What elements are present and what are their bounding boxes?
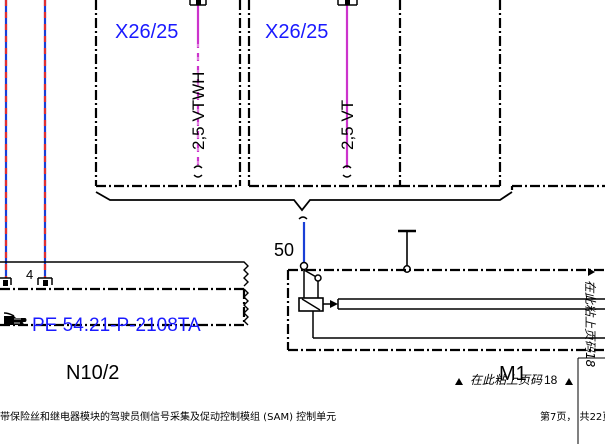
connector-pin-right (337, 0, 358, 6)
module-label-n10-2: N10/2 (66, 362, 119, 384)
module-label-m1: M1 (499, 363, 527, 385)
continuation-arrow-right (565, 378, 573, 385)
pin-number-4: 4 (26, 267, 33, 282)
ground-terminal-icon (398, 229, 416, 273)
connector-housing-right (247, 0, 502, 188)
reference-document-link[interactable]: PE 54.21-P-2108TA (32, 315, 201, 336)
connector-housing-left (94, 0, 242, 188)
footer-page-total: 22 (590, 412, 603, 423)
continuation-note-vertical: 在此粘上页码18 (583, 280, 597, 368)
wire-label-vt: 2,5 VT (338, 100, 357, 150)
connector-label-left: X26/25 (115, 21, 178, 43)
module-n10-2-break (0, 261, 249, 287)
relay-coil (298, 297, 605, 339)
continuation-arrow-top (588, 268, 595, 276)
wire-vt (342, 4, 352, 178)
continuation-arrow-left (455, 378, 463, 385)
module-n10-2-break-lower (243, 288, 249, 326)
wire-vtwh (193, 4, 203, 178)
connector-pin-edge-1 (0, 277, 12, 286)
footer-page-prefix: 第 (540, 410, 550, 423)
connector-pin-4 (37, 277, 53, 286)
continuation-page-bottom: 18 (544, 373, 558, 387)
terminal-label-50: 50 (274, 240, 294, 260)
svg-text:第7页， 共22页: 第7页， 共22页 (540, 410, 605, 423)
footer-page-info: 第7页， 共22页 (540, 410, 605, 423)
wire-label-vtwh: 2,5 VTWH (189, 72, 208, 150)
connector-label-right: X26/25 (265, 21, 328, 43)
connector-pin-left (189, 0, 207, 6)
footer-page-suffix: 页 (602, 411, 605, 423)
pointing-hand-icon (3, 312, 27, 325)
relay-contact (323, 298, 605, 310)
continuation-note-bottom: 在此粘上页码 (470, 373, 543, 387)
footer-page-middle: 页， 共 (556, 411, 589, 423)
footer-description: 带保险丝和继电器模块的驾驶员侧信号采集及促动控制模组 (SAM) 控制单元 (0, 410, 336, 423)
module-n10-2-frame (0, 287, 246, 327)
housing-bracket (95, 191, 513, 212)
connector-housing-edge (510, 184, 605, 190)
module-m1-frame (286, 268, 605, 352)
footer-page-current: 7 (550, 412, 556, 423)
wire-terminal-50 (298, 216, 322, 298)
